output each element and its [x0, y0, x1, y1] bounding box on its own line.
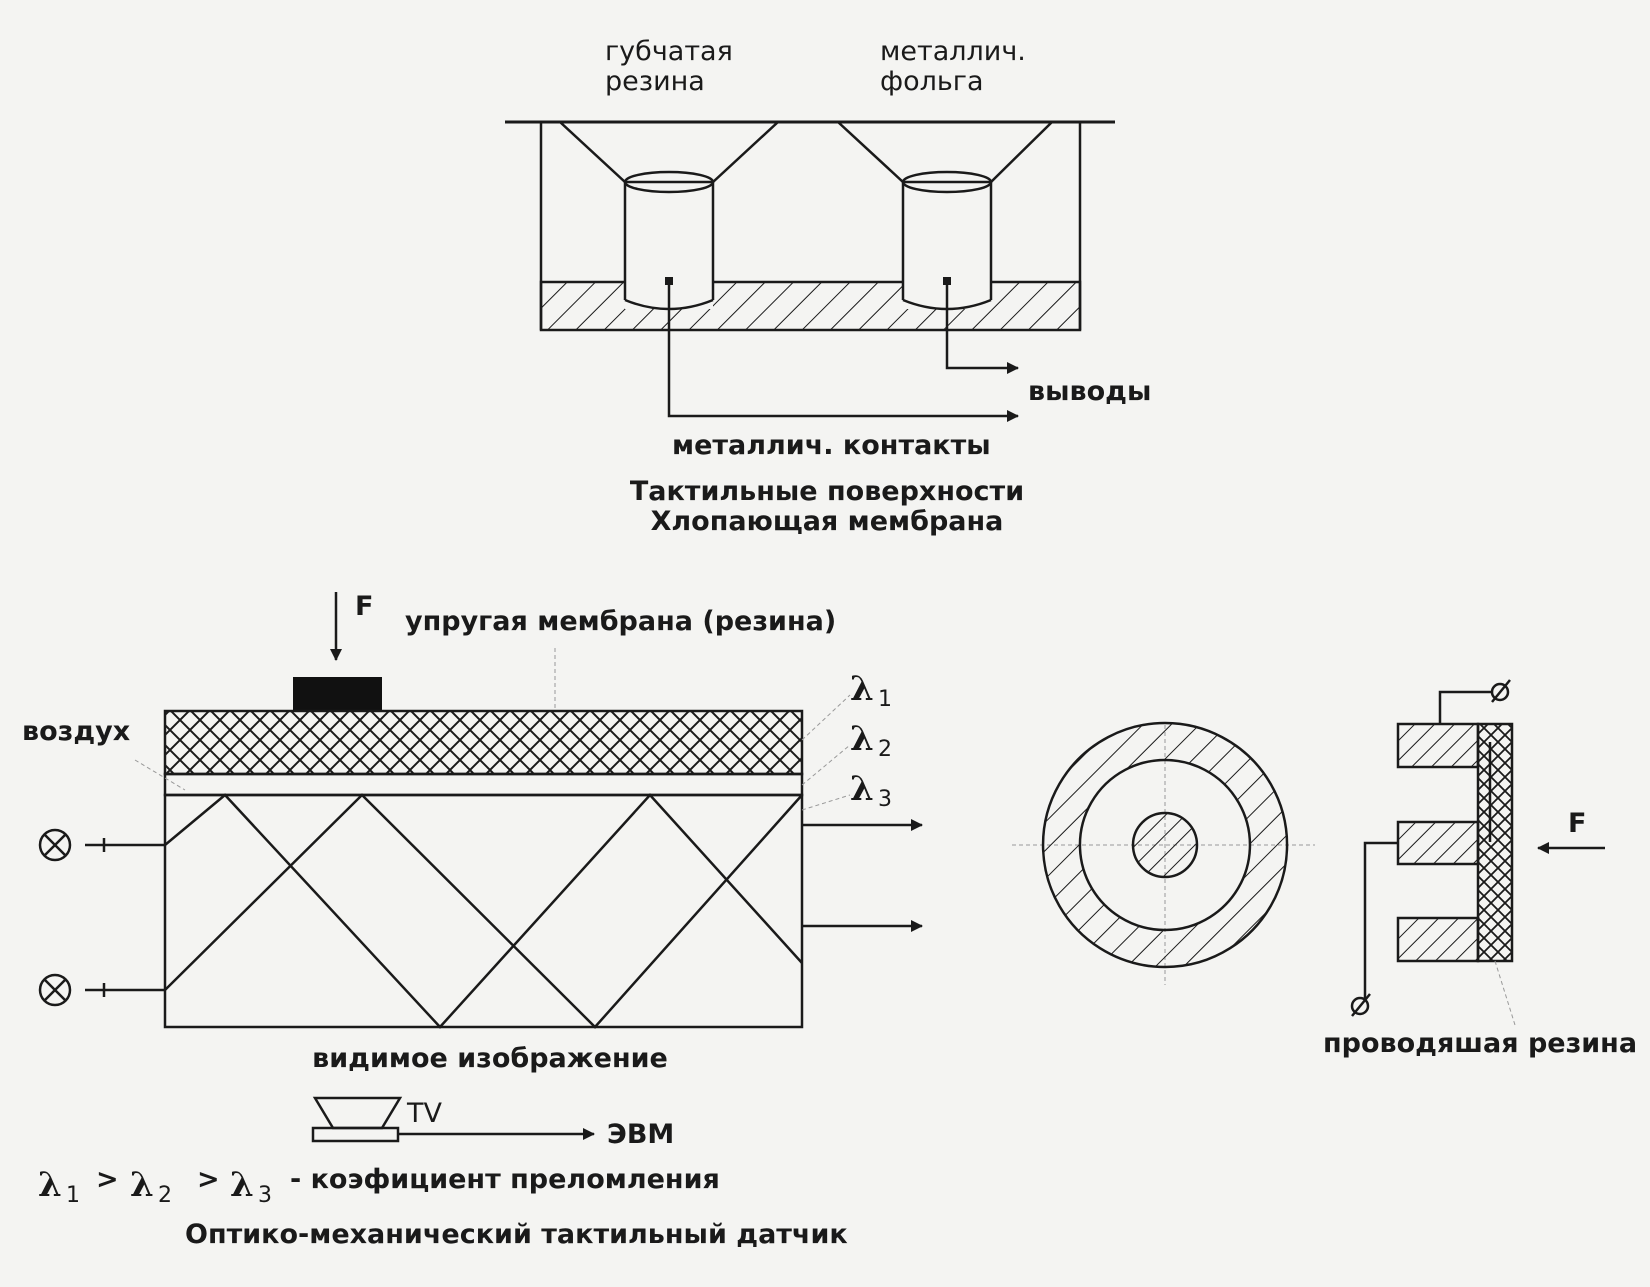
caption-optical-sensor: Оптико-механический тактильный датчик	[185, 1219, 848, 1250]
lead-arrow-2	[945, 281, 1019, 374]
electrode-middle	[1396, 820, 1480, 866]
svg-text:λ: λ	[230, 1165, 254, 1205]
elastic-membrane-layer	[163, 709, 804, 776]
electrode-bottom	[1396, 916, 1480, 963]
svg-text:3: 3	[258, 1183, 272, 1208]
outer-ring	[1041, 721, 1289, 969]
svg-text:λ: λ	[850, 669, 874, 709]
label-visible-image: видимое изображение	[312, 1043, 668, 1074]
label-elastic-membrane: упругая мембрана (резина)	[405, 606, 836, 637]
svg-text:1: 1	[66, 1183, 80, 1208]
membrane-fold-2	[837, 121, 1053, 184]
caption-clapping-membrane: Хлопающая мембрана	[651, 506, 1004, 537]
svg-text:>: >	[197, 1164, 220, 1195]
svg-text:1: 1	[878, 687, 892, 712]
formula-description: - коэфициент преломления	[290, 1164, 720, 1195]
bottom-terminal-wire	[1363, 841, 1398, 1000]
lambda-3-label: λ 3	[850, 769, 892, 812]
lambda1-leader	[801, 694, 851, 741]
label-sponge-line2: резина	[605, 66, 705, 97]
light-path-1	[164, 793, 803, 1029]
conductive-rubber-sensor: F проводяшая резина	[1323, 679, 1637, 1059]
label-force-f-right: F	[1568, 808, 1586, 839]
svg-text:λ: λ	[850, 769, 874, 809]
air-gap-layer	[163, 772, 804, 797]
svg-text:3: 3	[878, 787, 892, 812]
top-terminal	[1490, 682, 1510, 702]
refraction-formula: λ 1 > λ 2 > λ 3 - коэфициент преломления	[38, 1164, 720, 1208]
label-foil-line1: металлич.	[880, 36, 1026, 67]
svg-text:λ: λ	[850, 719, 874, 759]
clapping-membrane-figure: губчатая резина металлич. фольга выводы …	[505, 36, 1151, 537]
lambda2-leader	[801, 744, 851, 786]
lambda-2-label: λ 2	[850, 719, 892, 762]
label-force-f: F	[355, 591, 373, 622]
label-conductive-rubber: проводяшая резина	[1323, 1028, 1637, 1059]
light-path-2	[164, 793, 803, 1029]
lamp-icon-1	[38, 828, 72, 862]
label-sponge-line1: губчатая	[605, 36, 733, 67]
ring-cross-section	[1012, 721, 1315, 985]
optical-sensor-figure: F упругая мемб	[22, 591, 923, 1250]
lead-arrow-1	[667, 281, 1019, 422]
inner-core	[1131, 811, 1199, 879]
label-computer: ЭВМ	[607, 1119, 674, 1150]
label-tv: TV	[406, 1098, 442, 1129]
caption-tactile-surfaces: Тактильные поверхности	[630, 476, 1024, 507]
svg-text:2: 2	[878, 737, 892, 762]
membrane-fold-1	[559, 121, 779, 184]
top-terminal-wire	[1438, 690, 1492, 724]
light-guide	[163, 793, 804, 1029]
label-outputs: выводы	[1028, 376, 1151, 407]
svg-text:2: 2	[158, 1183, 172, 1208]
lamp-icon-2	[38, 973, 72, 1007]
tv-camera-icon	[311, 1096, 403, 1143]
svg-text:λ: λ	[38, 1165, 62, 1205]
label-foil-line2: фольга	[880, 66, 984, 97]
rubber-leader	[1494, 960, 1516, 1026]
label-air: воздух	[22, 716, 130, 747]
hatched-base	[539, 280, 1082, 332]
lambda3-leader	[801, 794, 851, 811]
lambda-1-label: λ 1	[850, 669, 892, 712]
conductive-rubber-strip	[1476, 722, 1514, 963]
svg-text:>: >	[96, 1164, 119, 1195]
label-contacts: металлич. контакты	[672, 430, 991, 461]
svg-text:λ: λ	[130, 1165, 154, 1205]
electrode-top	[1396, 722, 1480, 769]
air-leader	[134, 759, 186, 791]
bottom-terminal	[1350, 996, 1370, 1016]
pressing-object	[293, 677, 382, 711]
